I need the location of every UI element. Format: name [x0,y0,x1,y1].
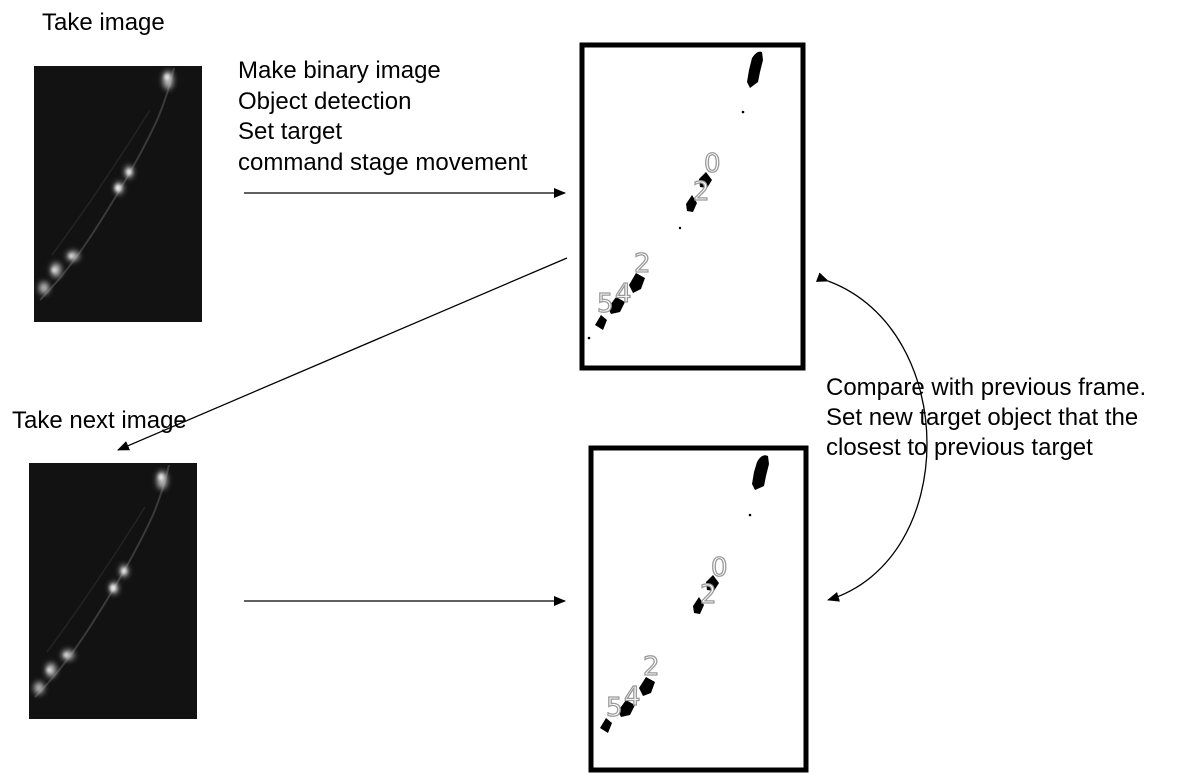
step-object-detection: Object detection [238,88,411,115]
frame2-object-label-4: 4 [624,682,641,712]
step-make-binary-image: Make binary image [238,57,441,84]
frame1-object-label-2b: 2 [634,249,651,279]
compare-line-1: Compare with previous frame. [826,374,1146,401]
binary-frame-2: 0 2 2 4 5 [588,445,809,773]
take-image-label: Take image [42,9,165,36]
frame1-object-label-5: 5 [597,289,614,319]
arrow-to-next-image [117,257,568,451]
compare-line-3: closest to previous target [826,434,1093,461]
compare-line-2: Set new target object that the [826,404,1138,431]
frame2-object-label-0: 0 [711,553,728,583]
step-command-stage-movement: command stage movement [238,149,528,176]
step-set-target: Set target [238,118,342,145]
frame1-object-label-0: 0 [704,149,721,179]
frame2-object-label-2b: 2 [643,652,660,682]
frame1-object-label-4: 4 [615,279,632,309]
camera-image-1 [34,66,202,322]
frame1-object-label-2a: 2 [693,177,710,207]
frame2-object-label-2a: 2 [700,580,717,610]
camera-image-2 [29,463,197,719]
take-next-image-label: Take next image [12,407,187,434]
binary-frame-1: 0 2 2 4 5 [579,42,806,371]
compare-frames-arrow [815,272,928,602]
frame2-object-label-5: 5 [606,693,623,723]
